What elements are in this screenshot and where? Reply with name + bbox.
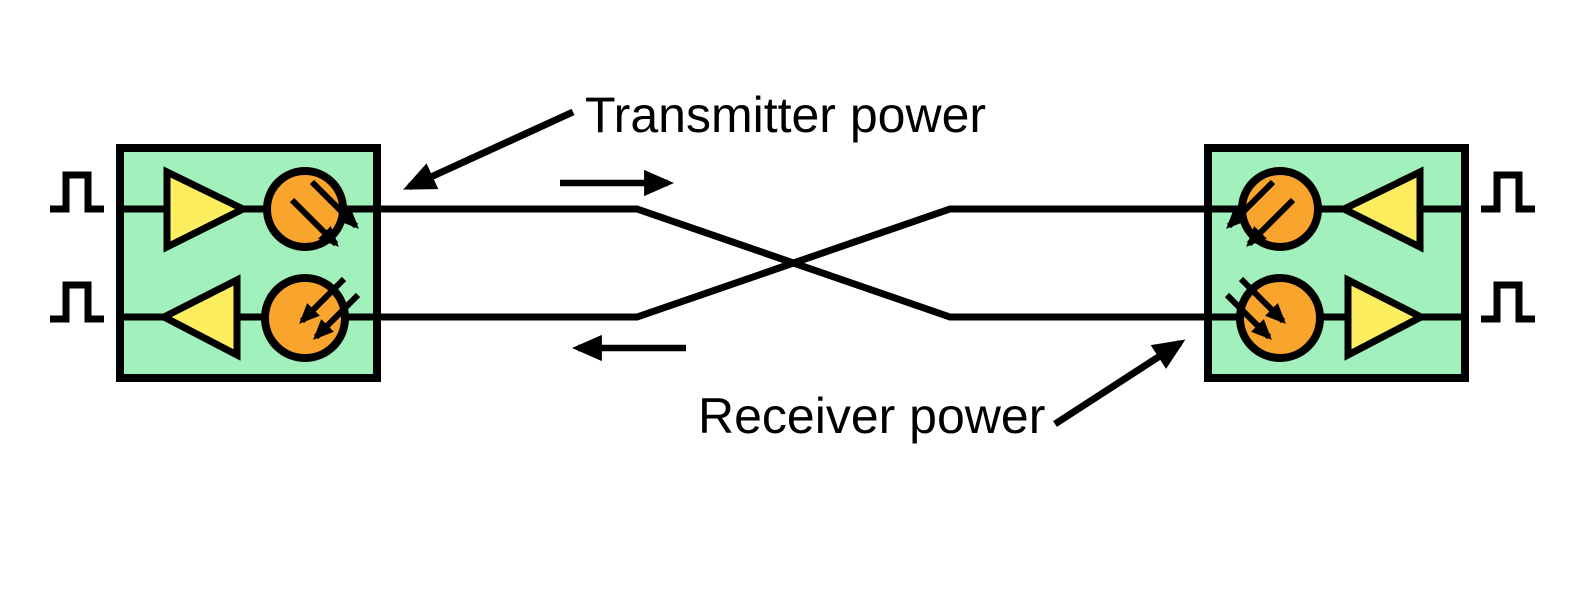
receiver-pointer-arrow-icon xyxy=(1053,339,1186,427)
pulse-signal-icon xyxy=(1481,281,1535,323)
pulse-signal-icon xyxy=(50,171,104,213)
light-ray-arrow-icon xyxy=(1246,197,1296,247)
emitted-light-arrows xyxy=(1226,179,1296,247)
light-ray-arrow-icon xyxy=(1238,276,1286,324)
emitted-light-arrows xyxy=(289,179,359,247)
light-ray-arrow-icon xyxy=(1226,179,1276,229)
light-ray-arrow-icon xyxy=(1224,292,1272,340)
left-transceiver-module xyxy=(50,144,381,382)
fiber-path-b xyxy=(377,205,1208,321)
transmitter-pointer-arrow-icon xyxy=(403,108,575,191)
pulse-signal-icon xyxy=(1481,171,1535,213)
light-ray-arrow-icon xyxy=(313,292,361,340)
light-ray-arrow-icon xyxy=(309,179,359,229)
received-light-arrows xyxy=(1224,276,1286,340)
received-light-arrows xyxy=(299,276,361,340)
amplifier-icon xyxy=(1344,274,1429,361)
light-ray-arrow-icon xyxy=(289,197,339,247)
right-transceiver-module xyxy=(1204,144,1535,382)
annotations: Transmitter power Receiver power xyxy=(403,87,1186,444)
light-ray-arrow-icon xyxy=(299,276,347,324)
amplifier-icon xyxy=(156,274,241,361)
flow-direction-arrows xyxy=(560,169,686,362)
transmitter-power-label: Transmitter power xyxy=(585,87,986,143)
fiber-crossover xyxy=(377,205,1208,321)
amplifier-icon xyxy=(163,166,251,253)
amplifier-icon xyxy=(1336,166,1424,253)
pulse-signal-icon xyxy=(50,281,104,323)
receiver-power-label: Receiver power xyxy=(698,388,1045,444)
